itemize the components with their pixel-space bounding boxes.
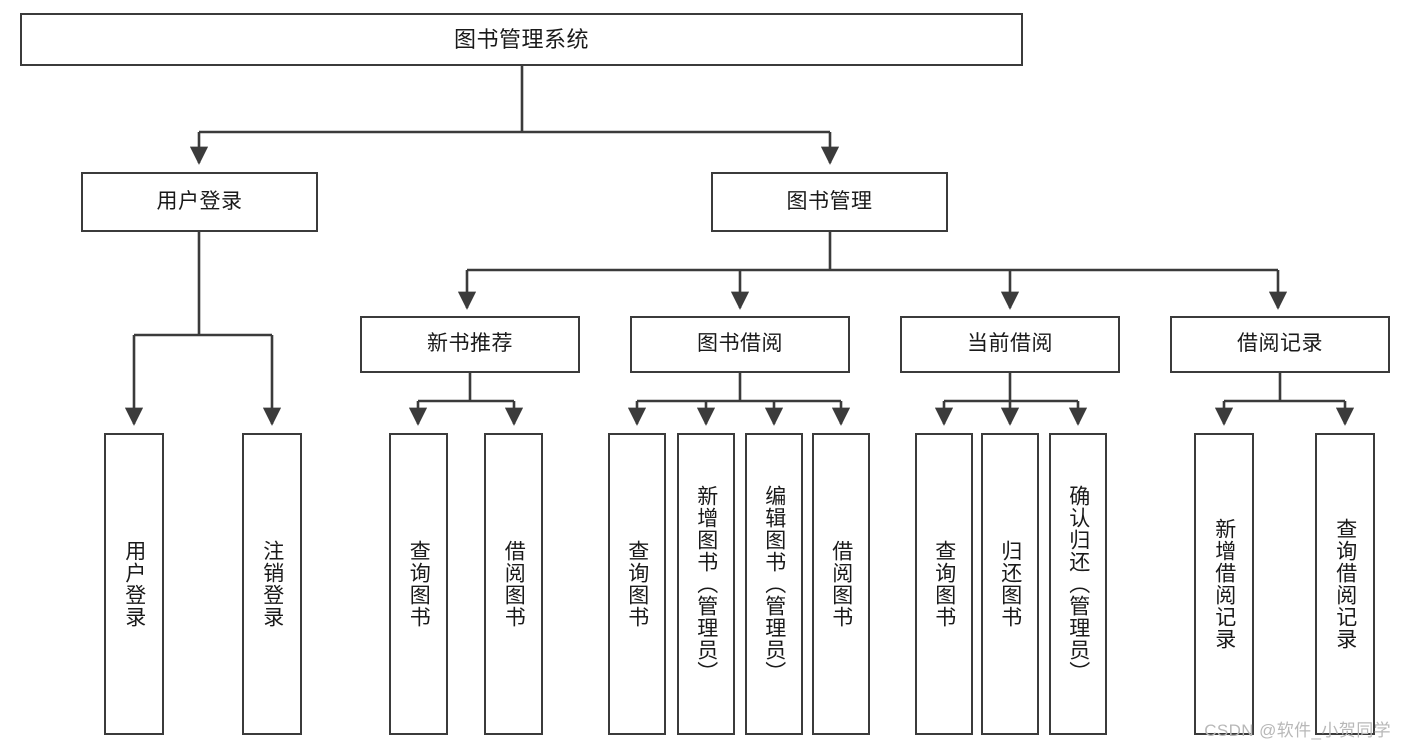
node-leaf-add-record-label: 新增借阅记录 [1212,518,1236,650]
node-leaf-borrow-book-2-label: 借阅图书 [829,540,853,628]
node-leaf-add-record[interactable]: 新增借阅记录 [1194,433,1254,735]
node-leaf-confirm-return[interactable]: 确认归还（管理员） [1049,433,1107,735]
node-leaf-query-book-3-label: 查询图书 [932,540,956,628]
node-leaf-borrow-book-1-label: 借阅图书 [502,540,526,628]
node-leaf-user-login[interactable]: 用户登录 [104,433,164,735]
node-current-borrow-label: 当前借阅 [967,332,1053,356]
node-leaf-query-book-3[interactable]: 查询图书 [915,433,973,735]
node-leaf-confirm-return-label: 确认归还（管理员） [1066,485,1090,683]
node-leaf-query-book-1-label: 查询图书 [407,540,431,628]
node-leaf-borrow-book-2[interactable]: 借阅图书 [812,433,870,735]
node-borrow-record[interactable]: 借阅记录 [1170,316,1390,373]
watermark: CSDN @软件_小贺同学 [1204,721,1391,740]
node-user-login[interactable]: 用户登录 [81,172,318,232]
node-leaf-borrow-book-1[interactable]: 借阅图书 [484,433,543,735]
node-leaf-add-book[interactable]: 新增图书（管理员） [677,433,735,735]
node-user-login-label: 用户登录 [156,189,243,213]
node-leaf-query-record-label: 查询借阅记录 [1333,518,1357,650]
node-root-label: 图书管理系统 [453,26,589,52]
node-leaf-query-book-1[interactable]: 查询图书 [389,433,448,735]
node-leaf-query-book-2[interactable]: 查询图书 [608,433,666,735]
node-root[interactable]: 图书管理系统 [20,13,1023,66]
node-leaf-query-record[interactable]: 查询借阅记录 [1315,433,1375,735]
node-current-borrow[interactable]: 当前借阅 [900,316,1120,373]
node-book-manage[interactable]: 图书管理 [711,172,948,232]
node-leaf-query-book-2-label: 查询图书 [625,540,649,628]
node-leaf-edit-book-label: 编辑图书（管理员） [762,485,786,683]
node-leaf-logout[interactable]: 注销登录 [242,433,302,735]
node-book-manage-label: 图书管理 [786,189,873,213]
node-new-book-rec-label: 新书推荐 [427,332,513,356]
node-new-book-rec[interactable]: 新书推荐 [360,316,580,373]
node-leaf-logout-label: 注销登录 [260,540,284,628]
node-leaf-return-book-label: 归还图书 [998,540,1022,628]
node-book-borrow-label: 图书借阅 [697,332,783,356]
node-borrow-record-label: 借阅记录 [1237,332,1323,356]
node-book-borrow[interactable]: 图书借阅 [630,316,850,373]
node-leaf-return-book[interactable]: 归还图书 [981,433,1039,735]
node-leaf-add-book-label: 新增图书（管理员） [694,485,718,683]
node-leaf-edit-book[interactable]: 编辑图书（管理员） [745,433,803,735]
node-leaf-user-login-label: 用户登录 [122,540,146,628]
